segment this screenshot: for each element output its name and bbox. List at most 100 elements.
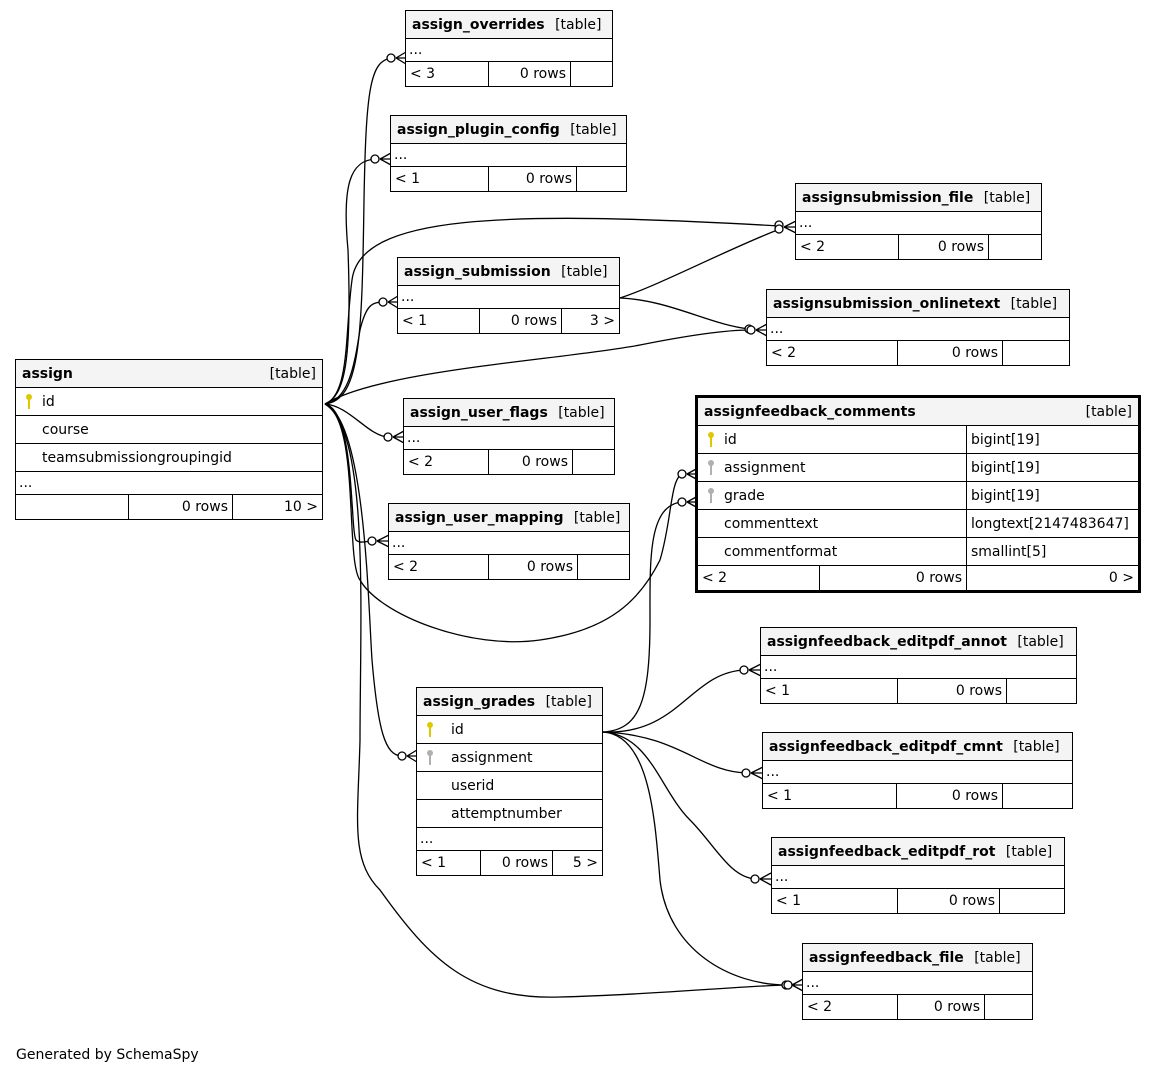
table-assignsubmission-onlinetext[interactable]: assignsubmission_onlinetext [table] ... … <box>766 289 1070 366</box>
table-assign-submission[interactable]: assign_submission [table] ... < 1 0 rows… <box>397 257 620 334</box>
foreign-key-icon <box>707 487 715 504</box>
parents-count[interactable]: < 2 <box>796 235 899 259</box>
parents-count[interactable]: < 1 <box>763 784 897 808</box>
column-name: id <box>724 431 737 448</box>
table-assignfeedback-comments[interactable]: assignfeedback_comments [table] id bigin… <box>695 395 1141 593</box>
parents-count[interactable]: < 2 <box>767 341 898 365</box>
column-name: userid <box>451 777 495 794</box>
table-header: assignfeedback_file [table] <box>803 944 1032 972</box>
table-assign-plugin-config[interactable]: assign_plugin_config [table] ... < 1 0 r… <box>390 115 627 192</box>
edge-assign-submissionfile <box>324 217 781 405</box>
column-type: smallint[5] <box>966 538 1138 565</box>
table-assign-grades[interactable]: assign_grades [table] id assignment user… <box>416 687 603 876</box>
children-count[interactable]: 3 > <box>589 313 615 329</box>
parents-count[interactable]: < 1 <box>772 889 898 913</box>
edge-grades-comments <box>602 501 683 733</box>
table-name[interactable]: assignfeedback_file <box>809 949 964 966</box>
children-count <box>578 555 629 579</box>
table-assign-overrides[interactable]: assign_overrides [table] ... < 3 0 rows <box>405 10 613 87</box>
table-name[interactable]: assign <box>22 365 73 382</box>
parents-count[interactable]: < 2 <box>803 995 898 1019</box>
table-name[interactable]: assign_plugin_config <box>397 121 560 138</box>
edge-submission-onlinetext <box>619 297 751 330</box>
table-footer: < 1 0 rows 3 > <box>398 309 619 333</box>
children-count <box>573 450 614 474</box>
table-name[interactable]: assign_submission <box>404 263 551 280</box>
table-header: assign_user_mapping [table] <box>389 504 629 532</box>
column-row[interactable]: commenttext longtext[2147483647] <box>698 510 1138 538</box>
foreign-key-icon <box>426 749 434 766</box>
row-count: 0 rows <box>489 167 577 191</box>
table-name[interactable]: assignfeedback_editpdf_cmnt <box>769 738 1003 755</box>
table-name[interactable]: assignfeedback_comments <box>704 403 916 420</box>
children-count[interactable]: 5 > <box>572 855 598 871</box>
parents-count[interactable]: < 1 <box>398 309 480 333</box>
column-name: grade <box>724 487 765 504</box>
row-count: 0 rows <box>898 889 1000 913</box>
parents-count[interactable]: < 2 <box>389 555 489 579</box>
table-footer: < 1 0 rows 5 > <box>417 851 602 875</box>
table-footer: < 2 0 rows <box>796 235 1041 259</box>
table-assignfeedback-editpdf-rot[interactable]: assignfeedback_editpdf_rot [table] ... <… <box>771 837 1065 914</box>
table-header: assign_overrides [table] <box>406 11 612 39</box>
children-count <box>571 62 612 86</box>
table-footer: < 3 0 rows <box>406 62 612 86</box>
table-assignsubmission-file[interactable]: assignsubmission_file [table] ... < 2 0 … <box>795 183 1042 260</box>
children-count[interactable]: 0 > <box>1108 570 1134 586</box>
ellipsis-row: ... <box>404 427 614 450</box>
table-type: [table] <box>1017 633 1064 650</box>
edge-end-markers <box>367 53 793 990</box>
column-name: id <box>42 393 55 410</box>
table-footer: < 2 0 rows 0 > <box>698 566 1138 590</box>
row-count: 0 rows <box>481 851 553 875</box>
table-footer: 0 rows 10 > <box>16 495 322 519</box>
row-count: 0 rows <box>820 566 967 590</box>
column-row[interactable]: commentformat smallint[5] <box>698 538 1138 566</box>
table-name[interactable]: assign_grades <box>423 693 536 710</box>
table-name[interactable]: assignfeedback_editpdf_annot <box>767 633 1007 650</box>
column-name: course <box>42 421 89 438</box>
edge-assign-feedbackfile <box>324 403 788 998</box>
edge-assign-submission <box>324 301 385 405</box>
column-row[interactable]: id bigint[19] <box>698 426 1138 454</box>
foreign-key-icon <box>707 459 715 476</box>
column-row[interactable]: id <box>16 388 322 416</box>
table-assign-user-mapping[interactable]: assign_user_mapping [table] ... < 2 0 ro… <box>388 503 630 580</box>
table-assign-user-flags[interactable]: assign_user_flags [table] ... < 2 0 rows <box>403 398 615 475</box>
column-row[interactable]: teamsubmissiongroupingid <box>16 444 322 472</box>
column-row[interactable]: userid <box>417 772 602 800</box>
column-row[interactable]: id <box>417 716 602 744</box>
table-name[interactable]: assignsubmission_file <box>802 189 974 206</box>
parents-count[interactable]: < 3 <box>406 62 489 86</box>
table-assign[interactable]: assign [table] id course teamsubmissiong… <box>15 359 323 520</box>
table-name[interactable]: assignfeedback_editpdf_rot <box>778 843 996 860</box>
table-name[interactable]: assign_overrides <box>412 16 545 33</box>
column-row[interactable]: attemptnumber <box>417 800 602 828</box>
parents-count[interactable]: < 1 <box>761 679 898 703</box>
column-row[interactable]: course <box>16 416 322 444</box>
table-assignfeedback-file[interactable]: assignfeedback_file [table] ... < 2 0 ro… <box>802 943 1033 1020</box>
parents-count[interactable]: < 1 <box>391 167 489 191</box>
table-header: assignfeedback_editpdf_annot [table] <box>761 628 1076 656</box>
column-row[interactable]: assignment bigint[19] <box>698 454 1138 482</box>
table-name[interactable]: assign_user_mapping <box>395 509 564 526</box>
column-row[interactable]: assignment <box>417 744 602 772</box>
table-assignfeedback-editpdf-cmnt[interactable]: assignfeedback_editpdf_cmnt [table] ... … <box>762 732 1073 809</box>
parents-count[interactable]: < 2 <box>404 450 489 474</box>
table-type: [table] <box>1005 843 1053 860</box>
ellipsis-row: ... <box>761 656 1076 679</box>
table-name[interactable]: assign_user_flags <box>410 404 548 421</box>
column-name: id <box>451 721 464 738</box>
parents-count <box>16 495 129 519</box>
edge-assign-comments <box>324 403 683 643</box>
table-name[interactable]: assignsubmission_onlinetext <box>773 295 1001 312</box>
children-count[interactable]: 10 > <box>284 499 318 515</box>
table-header: assignsubmission_onlinetext [table] <box>767 290 1069 318</box>
parents-count[interactable]: < 1 <box>417 851 481 875</box>
table-assignfeedback-editpdf-annot[interactable]: assignfeedback_editpdf_annot [table] ...… <box>760 627 1077 704</box>
table-type: [table] <box>269 365 316 382</box>
column-row[interactable]: grade bigint[19] <box>698 482 1138 510</box>
parents-count[interactable]: < 2 <box>698 566 820 590</box>
table-type: [table] <box>983 189 1031 206</box>
row-count: 0 rows <box>489 62 571 86</box>
